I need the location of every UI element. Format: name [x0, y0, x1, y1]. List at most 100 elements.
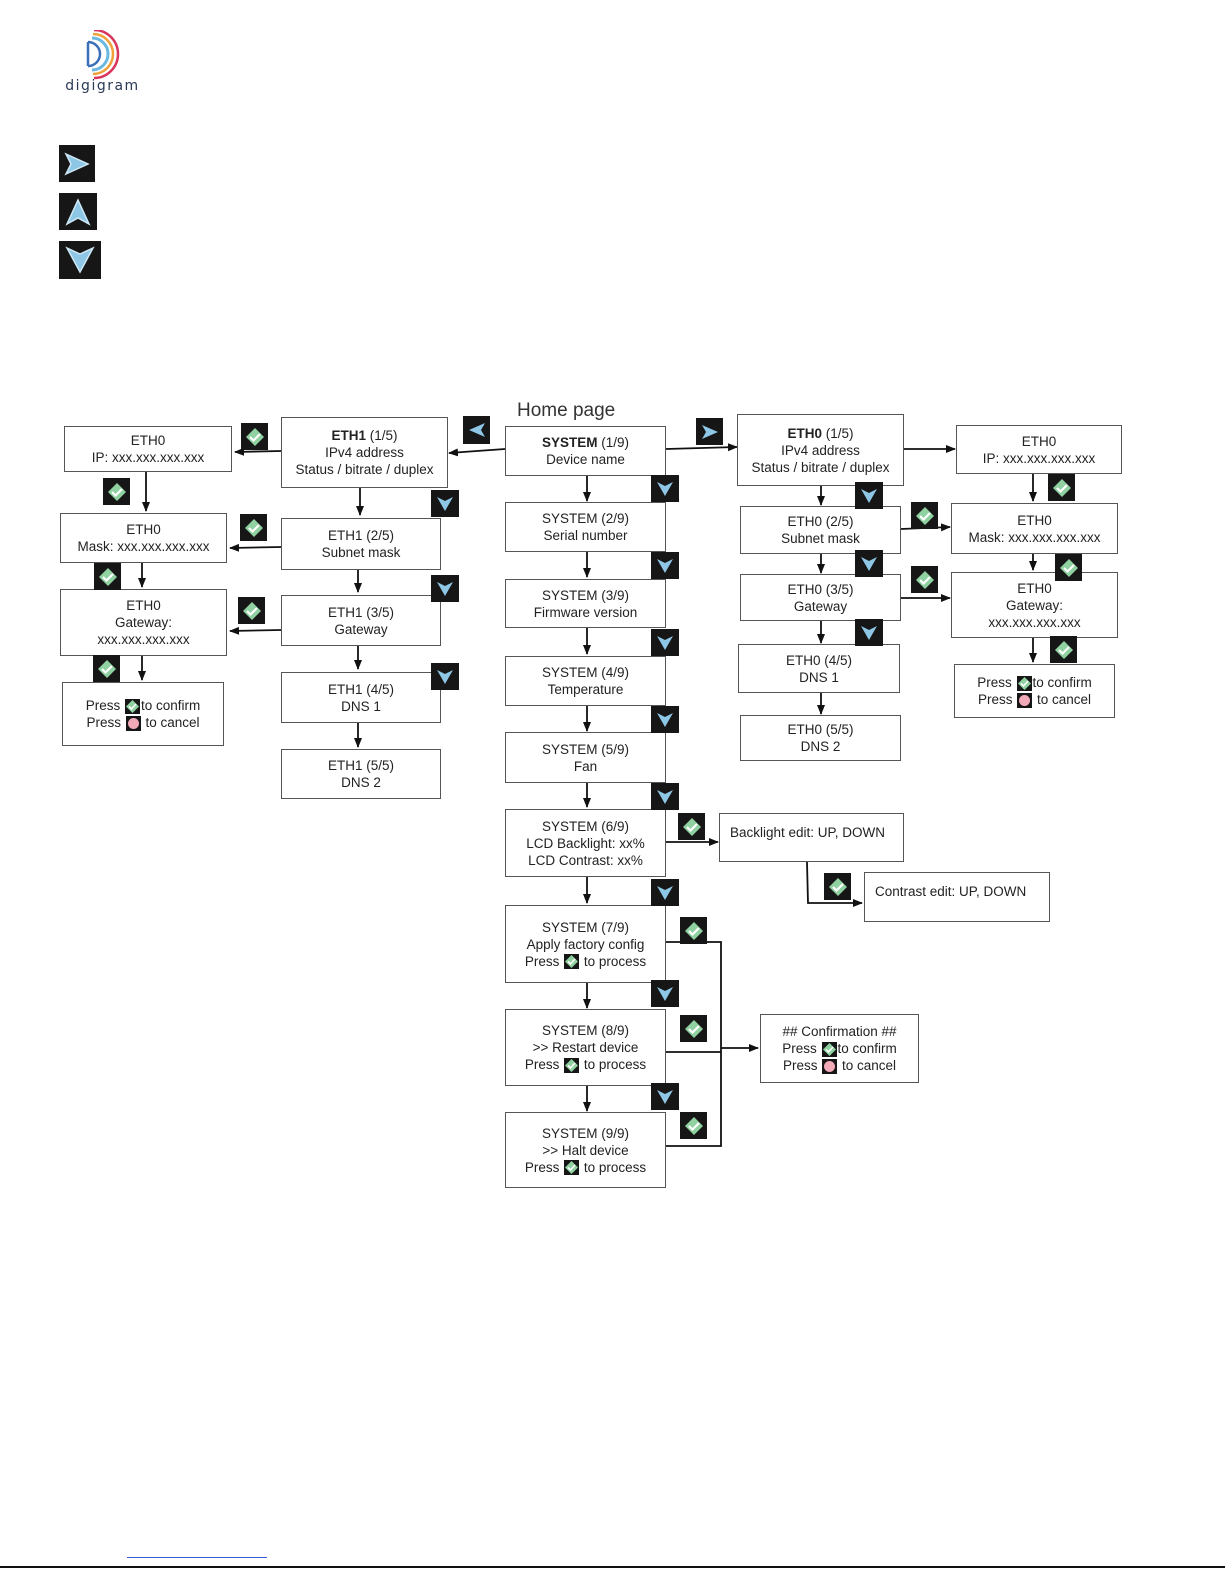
eth0-edit-mask-title: ETH0 [1017, 512, 1052, 528]
system-7-press: Press [524, 953, 560, 969]
eth1-1-box: ETH1 (1/5) IPv4 address Status / bitrate… [281, 417, 448, 488]
cancel-button-icon [822, 1058, 838, 1074]
system-9-title: SYSTEM (9/9) [541, 1125, 630, 1141]
eth0-1-ipv4: IPv4 address [781, 442, 860, 458]
eth1-3-box: ETH1 (3/5) Gateway [281, 595, 441, 646]
eth1-1-ipv4: IPv4 address [325, 445, 404, 460]
system-9-process: to process [583, 1159, 647, 1175]
eth1-1-title: ETH1 [331, 428, 366, 443]
eth0-1-status: Status / bitrate / duplex [751, 459, 890, 475]
down-arrow-button-icon [431, 663, 459, 690]
eth0-edit-gateway-label: Gateway: [1005, 597, 1064, 613]
eth0-2-box: ETH0 (2/5) Subnet mask [740, 506, 901, 554]
ok-button-icon [824, 873, 851, 900]
eth0-confirm-text: to confirm [1032, 675, 1092, 690]
ok-button-icon [911, 566, 938, 593]
system-7-title: SYSTEM (7/9) [541, 919, 630, 935]
eth1-edit-ip-value: IP: xxx.xxx.xxx.xxx [91, 450, 205, 465]
down-arrow-button-icon [855, 619, 883, 646]
right-arrow-button-icon [696, 418, 723, 445]
system-7-process: to process [583, 953, 647, 969]
eth0-2-desc: Subnet mask [781, 531, 860, 546]
down-arrow-button-icon [855, 482, 883, 509]
system-1-title: SYSTEM [541, 435, 598, 450]
system-2-desc: Serial number [543, 528, 628, 543]
ok-button-icon [103, 478, 130, 505]
eth0-3-box: ETH0 (3/5) Gateway [740, 574, 901, 621]
eth1-2-title: ETH1 (2/5) [327, 528, 395, 543]
system-8-box: SYSTEM (8/9) >> Restart device Press to … [505, 1009, 666, 1086]
system-5-desc: Fan [573, 758, 598, 774]
system-8-desc: >> Restart device [532, 1040, 639, 1055]
eth0-edit-gateway-title: ETH0 [1017, 580, 1052, 596]
cancel-button-icon [1017, 692, 1033, 708]
eth0-1-title: ETH0 [787, 425, 822, 441]
ok-button-icon [238, 597, 265, 624]
down-arrow-button-icon [651, 552, 679, 579]
eth0-edit-mask-box: ETH0 Mask: xxx.xxx.xxx.xxx [951, 503, 1118, 554]
eth0-5-box: ETH0 (5/5) DNS 2 [740, 715, 901, 761]
eth1-edit-ip-title: ETH0 [130, 433, 166, 448]
contrast-edit-text: Contrast edit: UP, DOWN [875, 884, 1027, 899]
cancel-button-icon [125, 715, 141, 731]
eth0-edit-gateway-value: xxx.xxx.xxx.xxx [988, 614, 1081, 630]
system-1-index: (1/9) [597, 435, 630, 450]
eth1-edit-mask-value: Mask: xxx.xxx.xxx.xxx [77, 539, 210, 554]
eth0-edit-confirm-box: Press to confirm Press to cancel [954, 664, 1115, 718]
down-arrow-button-icon [651, 783, 679, 810]
eth0-edit-ip-box: ETH0 IP: xxx.xxx.xxx.xxx [956, 425, 1122, 474]
eth0-1-index: (1/5) [822, 425, 854, 441]
eth0-4-desc: DNS 1 [799, 669, 839, 685]
ok-button-icon [564, 954, 580, 970]
eth0-4-title: ETH0 (4/5) [785, 652, 853, 668]
footer-rule [0, 1566, 1225, 1568]
ok-button-icon [240, 514, 267, 541]
system-8-title: SYSTEM (8/9) [541, 1023, 630, 1038]
ok-button-icon [680, 1015, 707, 1042]
down-arrow-button-icon [651, 980, 679, 1007]
system-6-title: SYSTEM (6/9) [541, 818, 630, 834]
ok-button-icon [680, 1112, 707, 1139]
down-arrow-button-icon [431, 490, 459, 517]
system-6-backlight: LCD Backlight: xx% [526, 835, 645, 851]
eth0-confirm-press: Press [977, 675, 1012, 690]
eth1-4-title: ETH1 (4/5) [327, 681, 395, 697]
system-4-desc: Temperature [547, 682, 624, 697]
eth1-edit-confirm-box: Press to confirm Press to cancel [62, 682, 224, 746]
down-arrow-button-icon [651, 706, 679, 733]
eth1-4-box: ETH1 (4/5) DNS 1 [281, 672, 441, 723]
contrast-edit-box: Contrast edit: UP, DOWN [864, 872, 1050, 922]
eth1-5-box: ETH1 (5/5) DNS 2 [281, 749, 441, 799]
confirmation-box: ## Confirmation ## Press to confirm Pres… [760, 1014, 919, 1083]
system-3-title: SYSTEM (3/9) [541, 587, 630, 603]
down-arrow-button-icon [651, 879, 679, 906]
system-2-box: SYSTEM (2/9) Serial number [505, 502, 666, 552]
ok-button-icon [564, 1160, 580, 1176]
eth1-edit-mask-box: ETH0 Mask: xxx.xxx.xxx.xxx [60, 513, 227, 563]
system-6-box: SYSTEM (6/9) LCD Backlight: xx% LCD Cont… [505, 809, 666, 877]
system-3-box: SYSTEM (3/9) Firmware version [505, 579, 666, 628]
ok-button-icon [821, 1041, 837, 1057]
logo-wordmark: digigram [65, 78, 140, 94]
eth1-cancel-text: to cancel [141, 715, 200, 730]
eth1-2-box: ETH1 (2/5) Subnet mask [281, 518, 441, 570]
confirmation-title: ## Confirmation ## [782, 1024, 897, 1039]
ok-button-icon [1048, 474, 1075, 501]
eth1-confirm-press: Press [85, 698, 121, 713]
ok-button-icon [1055, 554, 1082, 581]
ok-button-icon [94, 563, 121, 590]
ok-button-icon [1050, 636, 1077, 663]
ok-button-icon [125, 698, 140, 714]
left-arrow-button-icon [463, 416, 490, 444]
eth0-2-title: ETH0 (2/5) [787, 514, 854, 529]
backlight-edit-box: Backlight edit: UP, DOWN [719, 813, 904, 862]
footer-link-underline[interactable] [127, 1557, 267, 1558]
confirmation-cancel-text: to cancel [838, 1058, 897, 1073]
system-6-contrast: LCD Contrast: xx% [528, 852, 643, 868]
down-arrow-button-icon [59, 241, 101, 279]
eth1-edit-gateway-label: Gateway: [114, 615, 173, 630]
ok-button-icon [680, 917, 707, 944]
eth0-4-box: ETH0 (4/5) DNS 1 [738, 644, 900, 693]
system-9-desc: >> Halt device [542, 1142, 629, 1158]
